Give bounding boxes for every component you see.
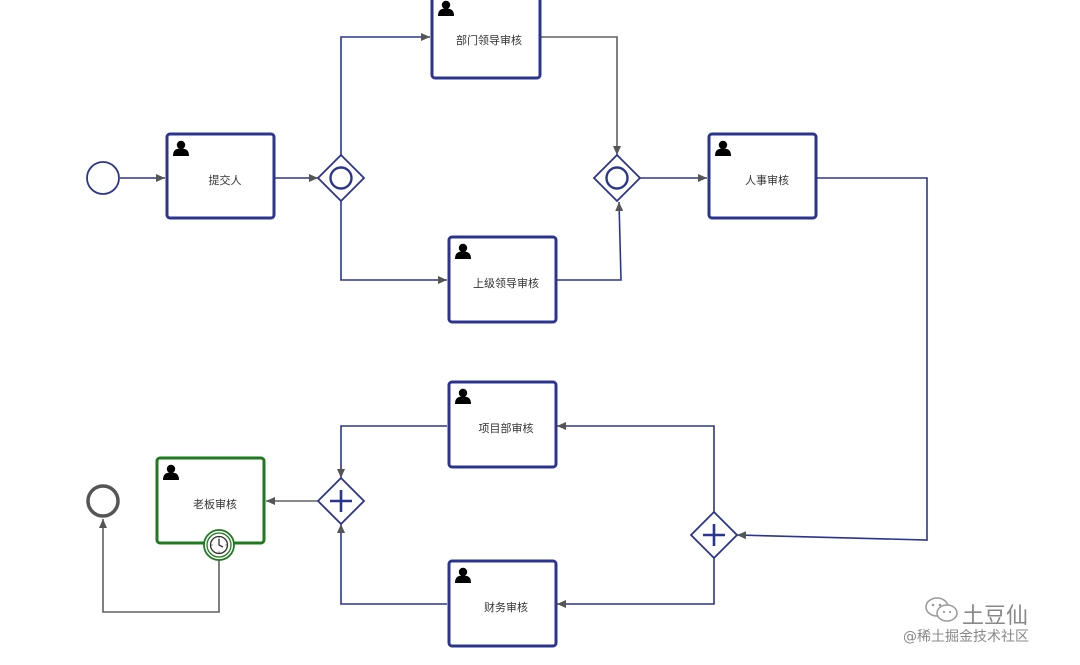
flow-superior-leader-to-gateway2[interactable] bbox=[557, 201, 624, 281]
parallel-gateway-icon[interactable] bbox=[689, 510, 739, 560]
flow-project-dept-to-gateway4[interactable] bbox=[337, 425, 447, 478]
task-project-dept[interactable]: 项目部审核 bbox=[447, 380, 558, 469]
task-hr[interactable]: 人事审核 bbox=[707, 132, 818, 220]
wechat-logo-icon bbox=[925, 597, 958, 622]
task-label: 财务审核 bbox=[484, 600, 528, 614]
inclusive-gateway-icon[interactable] bbox=[592, 153, 642, 203]
task-submitter[interactable]: 提交人 bbox=[165, 132, 276, 220]
flow-gateway3-to-finance[interactable] bbox=[557, 558, 715, 608]
watermark-site: @稀土掘金技术社区 bbox=[903, 629, 1029, 645]
flow-boss-to-end[interactable] bbox=[99, 519, 220, 613]
watermark-author: 土豆仙 bbox=[962, 604, 1029, 629]
task-label: 老板审核 bbox=[193, 497, 237, 511]
flow-gateway1-to-superior-leader[interactable] bbox=[340, 201, 447, 284]
inclusive-gateway-icon[interactable] bbox=[316, 153, 366, 203]
flow-finance-to-gateway4[interactable] bbox=[337, 524, 447, 605]
task-label: 提交人 bbox=[209, 173, 242, 187]
task-label: 部门领导审核 bbox=[456, 33, 522, 47]
task-dept-leader[interactable]: 部门领导审核 bbox=[430, 0, 542, 80]
flow-dept-leader-to-gateway2[interactable] bbox=[541, 36, 621, 155]
task-label: 人事审核 bbox=[745, 173, 789, 187]
end-event-icon[interactable] bbox=[86, 484, 120, 518]
timer-icon[interactable] bbox=[203, 529, 235, 561]
task-finance[interactable]: 财务审核 bbox=[447, 559, 558, 648]
flow-gateway3-to-project-dept[interactable] bbox=[557, 422, 715, 512]
task-label: 项目部审核 bbox=[479, 421, 534, 435]
flow-gateway1-to-dept-leader[interactable] bbox=[340, 33, 430, 155]
task-boss[interactable]: 老板审核 bbox=[155, 456, 266, 545]
parallel-gateway-icon[interactable] bbox=[316, 476, 366, 526]
start-event-icon[interactable] bbox=[86, 161, 120, 195]
flow-hr-to-gateway3[interactable] bbox=[736, 177, 928, 541]
sequence-flows bbox=[99, 33, 928, 613]
task-superior-leader[interactable]: 上级领导审核 bbox=[447, 235, 558, 324]
task-label: 上级领导审核 bbox=[473, 276, 539, 290]
